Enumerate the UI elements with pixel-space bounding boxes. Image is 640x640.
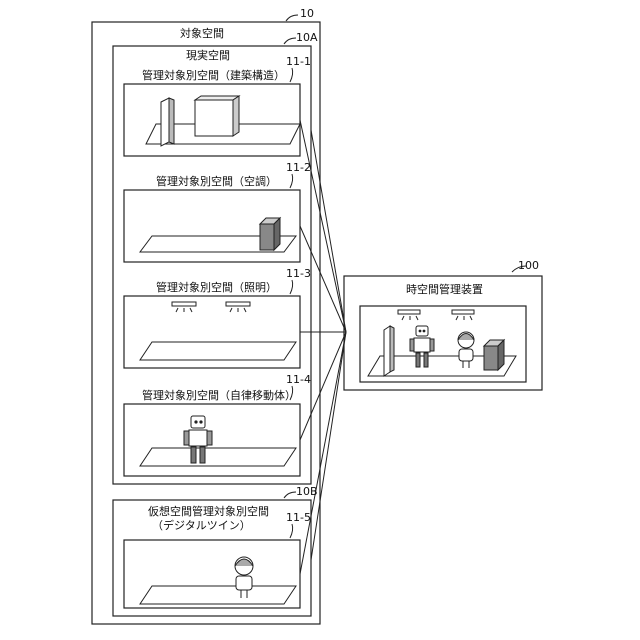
panel-11-2-label: 管理対象別空間（空調） — [156, 176, 277, 188]
ref-leader-10b — [284, 492, 296, 498]
light-fixture-2 — [226, 302, 250, 312]
box-structure — [195, 96, 239, 136]
light-fixture-1 — [172, 302, 196, 312]
floor-11-5 — [140, 586, 296, 604]
ref-leader-11-3 — [290, 280, 293, 294]
ref-10: 10 — [300, 8, 314, 20]
virtual-space-label: 仮想空間管理対象別空間 — [148, 506, 269, 518]
ref-leader-10 — [286, 15, 298, 21]
panel-11-3 — [124, 296, 300, 368]
ref-10a: 10A — [296, 32, 318, 44]
panel-11-3-label: 管理対象別空間（照明） — [156, 282, 277, 294]
real-space-label: 現実空間 — [186, 50, 230, 62]
floor-11-4 — [140, 448, 296, 466]
device-light-1 — [398, 310, 420, 320]
ref-leader-10a — [284, 38, 296, 44]
device-light-2 — [452, 310, 474, 320]
device-label: 時空間管理装置 — [406, 284, 483, 296]
ref-leader-11-2 — [290, 174, 293, 188]
device-robot — [410, 326, 434, 367]
ref-11-1: 11-1 — [286, 56, 311, 68]
panel-11-5 — [124, 540, 300, 608]
device-ac-unit — [484, 340, 504, 370]
ref-11-5: 11-5 — [286, 512, 311, 524]
ref-11-2: 11-2 — [286, 162, 311, 174]
virtual-space-label-line2: （デジタルツイン） — [152, 520, 251, 532]
panel-11-1-label: 管理対象別空間（建築構造） — [142, 70, 285, 82]
floor-11-3 — [140, 342, 296, 360]
device-person — [458, 332, 474, 368]
panel-11-4-label: 管理対象別空間（自律移動体） — [142, 390, 296, 402]
wall-pillar — [161, 98, 174, 146]
outer-space-label: 対象空間 — [180, 28, 224, 40]
ref-leader-11-5 — [290, 524, 293, 538]
person-figure — [235, 557, 253, 598]
device-pillar — [384, 326, 394, 376]
ref-11-4: 11-4 — [286, 374, 311, 386]
ref-100: 100 — [518, 260, 539, 272]
connection-lines — [300, 120, 346, 574]
ref-leader-11-1 — [290, 68, 293, 82]
robot — [184, 416, 212, 463]
ac-unit — [260, 218, 280, 250]
ref-11-3: 11-3 — [286, 268, 311, 280]
ref-10b: 10B — [296, 486, 318, 498]
